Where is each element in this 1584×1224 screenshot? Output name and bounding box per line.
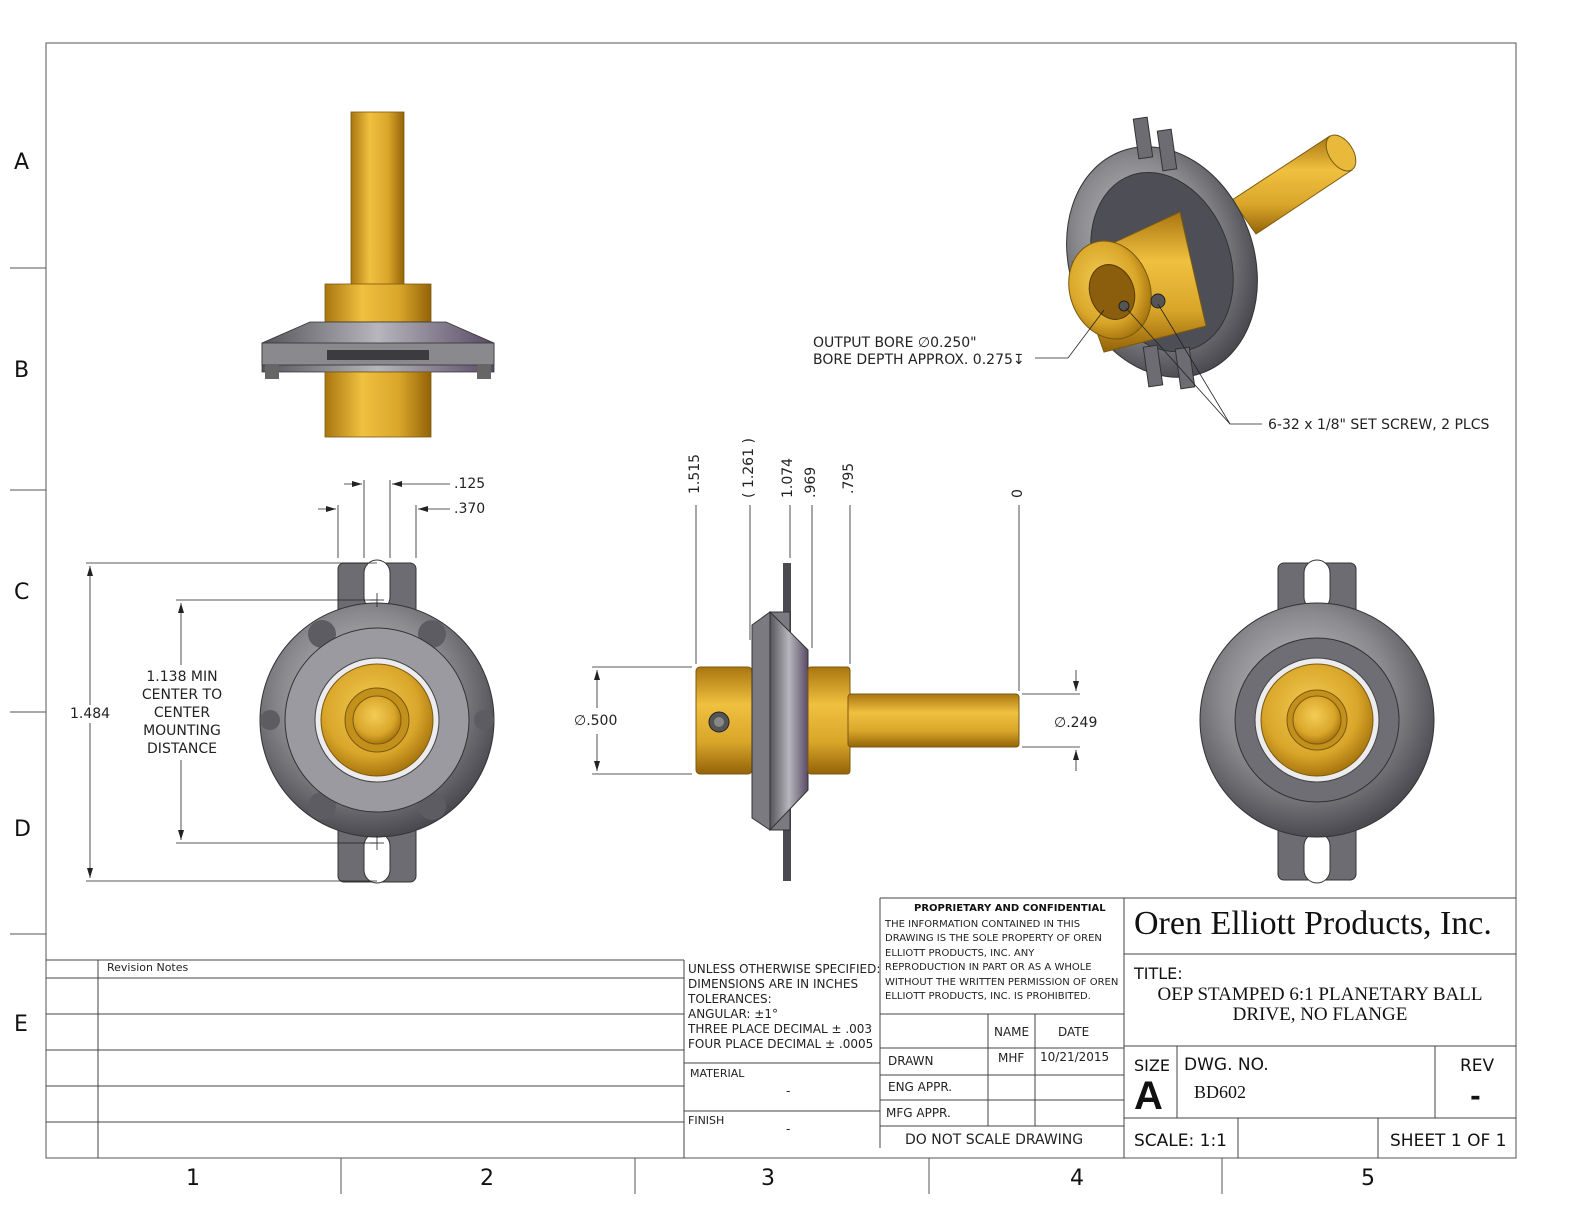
title-block-lines [46, 897, 1516, 1158]
ordinate-dim-1515: 1.515 [687, 453, 703, 494]
drawing-number-label: DWG. NO. [1184, 1055, 1269, 1075]
date-column-header: DATE [1058, 1025, 1090, 1039]
mfg-approval-label: MFG APPR. [886, 1106, 951, 1120]
eng-approval-label: ENG APPR. [888, 1080, 953, 1094]
material-value: - [786, 1084, 791, 1098]
proprietary-line: REPRODUCTION IN PART OR AS A WHOLE [885, 962, 1092, 974]
ordinate-dim-795: .795 [841, 462, 857, 494]
proprietary-text: THE INFORMATION CONTAINED IN THIS DRAWIN… [885, 918, 1118, 1004]
output-bore-callout-line2: BORE DEPTH APPROX. 0.275↧ [813, 352, 1025, 368]
zone-row-c: C [14, 580, 30, 605]
revision-value: - [1470, 1082, 1481, 1112]
do-not-scale-note: DO NOT SCALE DRAWING [905, 1132, 1084, 1148]
top-view [261, 111, 495, 438]
shaft-diameter-dim: ∅.249 [1054, 715, 1098, 731]
drawn-label: DRAWN [888, 1054, 934, 1068]
revision-label: REV [1460, 1056, 1495, 1076]
zone-col-5: 5 [1361, 1166, 1375, 1191]
size-value: A [1134, 1074, 1163, 1118]
proprietary-line: DRAWING IS THE SOLE PROPERTY OF OREN [885, 933, 1102, 945]
sheet-border [45, 42, 1517, 1159]
proprietary-line: ELLIOTT PRODUCTS, INC. ANY [885, 947, 1035, 959]
ordinate-dim-1074: 1.074 [780, 457, 796, 498]
mounting-distance-note: 1.138 MIN CENTER TO CENTER MOUNTING DIST… [124, 668, 240, 758]
revision-notes-header: Revision Notes [107, 961, 189, 974]
drawn-name: MHF [998, 1051, 1025, 1065]
drawing-title: OEP STAMPED 6:1 PLANETARY BALL DRIVE, NO… [1124, 985, 1516, 1025]
zone-col-1: 1 [186, 1166, 200, 1191]
mounting-note-line: DISTANCE [147, 741, 217, 757]
output-bore-callout-line1: OUTPUT BORE ∅0.250" [813, 335, 977, 351]
front-view [86, 480, 495, 884]
title-label: TITLE: [1134, 964, 1183, 983]
overall-height-dim: 1.484 [70, 706, 111, 722]
zone-col-4: 4 [1070, 1166, 1084, 1191]
finish-value: - [786, 1122, 791, 1136]
side-view [592, 505, 1080, 881]
size-label: SIZE [1134, 1056, 1170, 1075]
proprietary-line: THE INFORMATION CONTAINED IN THIS [885, 919, 1081, 930]
mounting-note-line: MOUNTING [143, 723, 221, 739]
sheet-label: SHEET 1 OF 1 [1390, 1131, 1507, 1151]
scale-label: SCALE: 1:1 [1134, 1131, 1227, 1151]
proprietary-heading: PROPRIETARY AND CONFIDENTIAL [914, 903, 1106, 914]
slot-outer-dim: .370 [454, 501, 486, 517]
finish-label: FINISH [688, 1114, 725, 1127]
mounting-note-line: CENTER TO [141, 687, 223, 703]
tolerance-line: UNLESS OTHERWISE SPECIFIED: [688, 962, 881, 976]
material-label: MATERIAL [690, 1067, 745, 1080]
tolerance-line: DIMENSIONS ARE IN INCHES [688, 977, 859, 991]
set-screw-callout: 6-32 x 1/8" SET SCREW, 2 PLCS [1268, 417, 1490, 433]
name-column-header: NAME [994, 1025, 1030, 1039]
back-view [1199, 559, 1435, 884]
tolerance-line: THREE PLACE DECIMAL ± .003 [688, 1022, 873, 1036]
mounting-note-line: 1.138 MIN [146, 669, 218, 685]
ordinate-dim-969: .969 [803, 466, 819, 498]
title-line-2: DRIVE, NO FLANGE [1232, 1004, 1408, 1025]
proprietary-line: ELLIOTT PRODUCTS, INC. IS PROHIBITED. [885, 991, 1091, 1003]
tolerance-line: TOLERANCES: [688, 992, 772, 1006]
tolerance-line: ANGULAR: ±1° [688, 1007, 778, 1021]
ordinate-dim-1261: ( 1.261 ) [741, 438, 757, 498]
proprietary-line: WITHOUT THE WRITTEN PERMISSION OF OREN [885, 976, 1119, 988]
zone-row-a: A [14, 150, 30, 175]
mounting-note-line: CENTER [153, 705, 211, 721]
title-line-1: OEP STAMPED 6:1 PLANETARY BALL [1157, 984, 1483, 1005]
isometric-view [1035, 116, 1357, 425]
tolerance-block: UNLESS OTHERWISE SPECIFIED: DIMENSIONS A… [688, 962, 880, 1052]
zone-col-3: 3 [761, 1166, 775, 1191]
zone-row-e: E [14, 1012, 28, 1037]
drawn-date: 10/21/2015 [1040, 1050, 1110, 1064]
zone-row-d: D [14, 817, 31, 842]
zone-col-2: 2 [480, 1166, 494, 1191]
company-name: Oren Elliott Products, Inc. [1134, 905, 1492, 942]
drawing-number-value: BD602 [1194, 1082, 1247, 1102]
tolerance-line: FOUR PLACE DECIMAL ± .0005 [688, 1037, 874, 1051]
zone-row-b: B [14, 358, 30, 383]
ordinate-dim-zero: 0 [1010, 489, 1026, 498]
slot-width-dim: .125 [454, 476, 486, 492]
hub-diameter-dim: ∅.500 [574, 713, 618, 729]
